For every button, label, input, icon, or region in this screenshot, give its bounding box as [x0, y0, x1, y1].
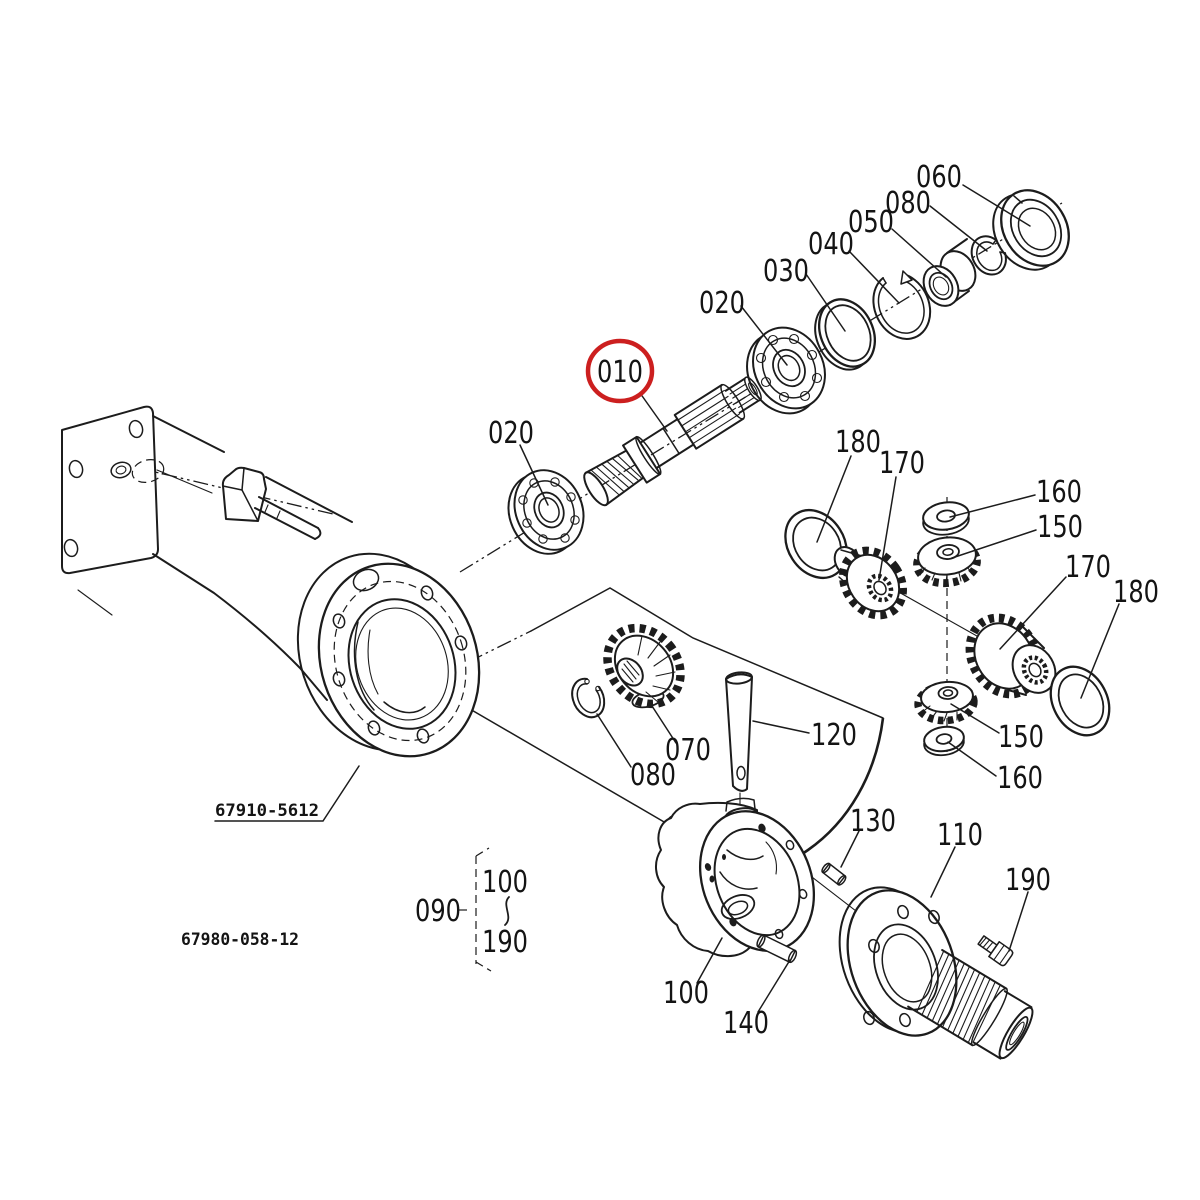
ball-bearing-020-right [746, 326, 826, 415]
highlight-circle-010[interactable] [585, 338, 655, 404]
axle-flange-shaft-110 [838, 886, 1034, 1060]
side-gear-170-right [965, 613, 1057, 699]
bell-bolt-hole [416, 728, 430, 744]
flange-bolt-hole [863, 1010, 875, 1026]
housing-part-number[interactable]: 67910-5612 [215, 801, 319, 821]
diagram-reference-number: 67980-058-12 [181, 930, 299, 950]
callout-080-bottom[interactable]: 080 [630, 758, 676, 793]
shim-ring-030 [814, 298, 876, 371]
thrust-washer-160-top [922, 501, 970, 536]
group-bracket-090 [459, 847, 510, 972]
differential-case-100 [655, 797, 816, 958]
callout-labels: 060 080 050 040 030 020 010 020 180 170 … [415, 160, 1159, 1041]
callout-100[interactable]: 100 [663, 976, 709, 1011]
callout-090[interactable]: 090 [415, 894, 461, 929]
snap-ring-080-bottom [571, 677, 606, 719]
snap-ring-040 [872, 270, 932, 340]
thrust-washer-160-bottom [923, 725, 965, 757]
callout-180-right[interactable]: 180 [1113, 575, 1159, 610]
flange-bolt-190 [977, 935, 1014, 967]
flange-bolt-hole [68, 459, 84, 479]
flange-bolt-hole [128, 419, 144, 439]
gear-case-housing [61, 405, 481, 758]
callout-150-top[interactable]: 150 [1037, 510, 1083, 545]
bell-bolt-hole [367, 720, 381, 736]
callout-110[interactable]: 110 [937, 818, 983, 853]
callout-040[interactable]: 040 [808, 227, 854, 262]
callout-130[interactable]: 130 [850, 804, 896, 839]
housing-bore-opening [347, 598, 457, 730]
bell-bolt-hole [454, 635, 468, 651]
callout-050[interactable]: 050 [848, 205, 894, 240]
seal-ring-180-left [784, 509, 848, 579]
bracket-range-to[interactable]: 190 [482, 925, 528, 960]
callout-160-bottom[interactable]: 160 [997, 761, 1043, 796]
callout-170-right[interactable]: 170 [1065, 550, 1111, 585]
seal-ring-180-right [1049, 665, 1111, 737]
flange-bolt-hole [899, 1012, 911, 1028]
pinion-gear-150-bottom [914, 680, 978, 725]
straight-pin-140 [756, 934, 798, 964]
bell-bolt-hole [332, 671, 346, 687]
ball-bearing-020-left [507, 469, 585, 555]
flange-bolt-hole [928, 909, 940, 925]
oil-seal-060 [992, 189, 1070, 271]
assembly-pointer-line [530, 587, 884, 719]
callout-080-top[interactable]: 080 [885, 186, 931, 221]
straight-pin-130 [821, 862, 847, 886]
flange-bolt-hole [63, 538, 79, 558]
callout-140[interactable]: 140 [723, 1006, 769, 1041]
callout-020-right[interactable]: 020 [699, 286, 745, 321]
reference-codes: 67910-5612 67980-058-12 [181, 801, 319, 950]
flange-bolt-hole [897, 904, 909, 920]
callout-030[interactable]: 030 [763, 254, 809, 289]
callout-150-bottom[interactable]: 150 [998, 720, 1044, 755]
pinion-shaft-pin-120 [725, 671, 753, 792]
leader-lines [214, 184, 1120, 1013]
callout-010-highlighted[interactable]: 010 [597, 355, 643, 390]
housing-flange [61, 405, 159, 575]
callout-060[interactable]: 060 [916, 160, 962, 195]
pinion-gear-150-top [913, 536, 981, 588]
bell-bolt-hole [332, 613, 346, 629]
side-gear-170-left [833, 546, 907, 620]
bell-bolt-hole [420, 585, 434, 601]
callout-120[interactable]: 120 [811, 718, 857, 753]
bevel-gear-070 [603, 623, 685, 709]
bracket-range-from[interactable]: 100 [482, 865, 528, 900]
callout-170-left[interactable]: 170 [879, 446, 925, 481]
callout-020-left[interactable]: 020 [488, 416, 534, 451]
callout-160-top[interactable]: 160 [1036, 475, 1082, 510]
flange-bolt-hole [868, 938, 880, 954]
bracket-tie-squiggle [504, 896, 510, 926]
bearing-collar-050 [922, 238, 977, 307]
callout-070[interactable]: 070 [665, 733, 711, 768]
callout-180-left[interactable]: 180 [835, 425, 881, 460]
callout-190[interactable]: 190 [1005, 863, 1051, 898]
